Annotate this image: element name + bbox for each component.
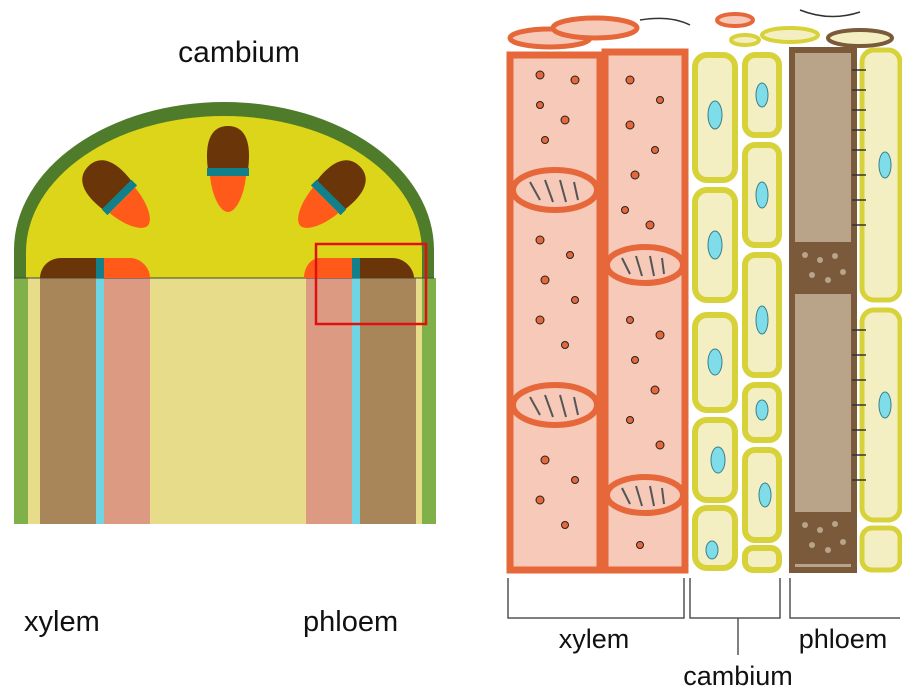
- companion-cells: [862, 50, 900, 570]
- stem-bark-left: [14, 278, 28, 524]
- xylem-column-1: [510, 55, 600, 570]
- left-label-phloem: phloem: [303, 606, 398, 638]
- right-sapwood-strip: [306, 278, 352, 524]
- right-label-phloem: phloem: [799, 624, 888, 654]
- left-heartwood-strip: [40, 278, 96, 524]
- stem-bark-right: [422, 278, 436, 524]
- left-cambium-line: [96, 278, 104, 524]
- top-cell-sketches: [510, 10, 892, 47]
- right-cambium-line: [352, 278, 360, 524]
- xylem-bracket: [508, 578, 684, 618]
- right-label-xylem: xylem: [559, 624, 630, 654]
- vascular-bundle-base-left: [40, 258, 150, 278]
- left-sapwood-strip: [104, 278, 150, 524]
- right-label-cambium: cambium: [683, 661, 793, 691]
- phloem-sieve-tube: [792, 50, 854, 570]
- phloem-bracket: [790, 578, 900, 618]
- stem-diagram: cambium xylem phloem: [14, 36, 436, 638]
- left-label-xylem: xylem: [24, 606, 100, 638]
- left-title-cambium: cambium: [178, 36, 300, 69]
- right-heartwood-strip: [360, 278, 416, 524]
- vascular-bundle-base-right: [304, 258, 414, 278]
- tissue-diagram: xylem cambium phloem: [508, 10, 900, 691]
- cambium-bracket: [690, 578, 780, 618]
